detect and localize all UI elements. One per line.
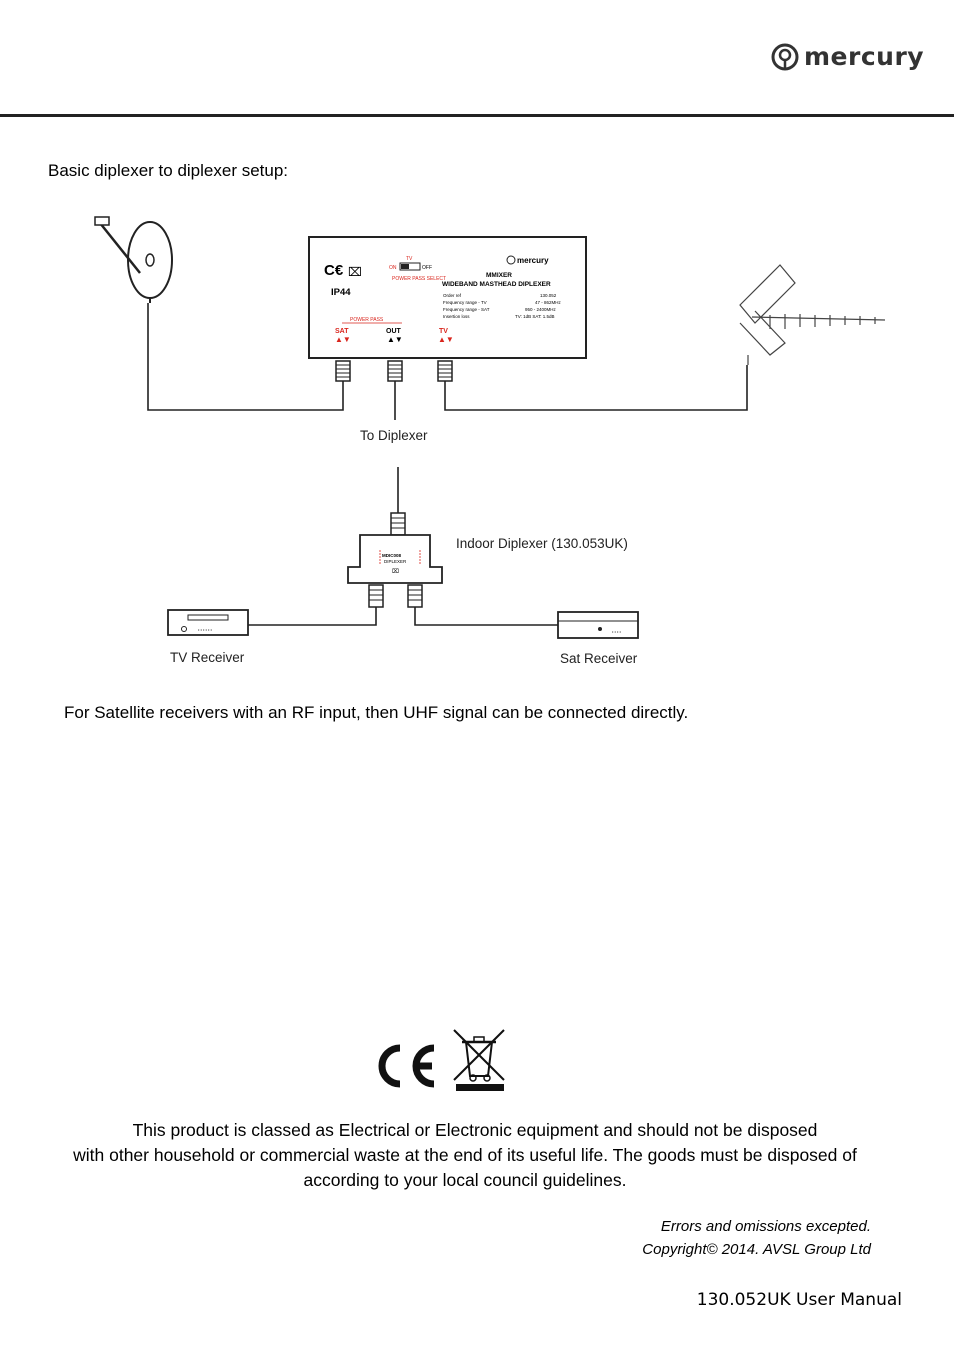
compliance-marks [378, 1029, 505, 1091]
svg-text:ON: ON [389, 265, 397, 271]
svg-text:▲▼: ▲▼ [438, 335, 454, 344]
ip-rating: IP44 [331, 287, 351, 298]
to-diplexer-label: To Diplexer [360, 428, 428, 443]
rf-input-note: For Satellite receivers with an RF input… [64, 703, 689, 722]
masthead-diplexer: C€ ⌧ IP44 TV ON OFF POWER PASS SELECT me… [308, 236, 587, 359]
svg-text:OUT: OUT [386, 328, 402, 335]
svg-text:▲▼: ▲▼ [335, 335, 351, 344]
weee-bin-icon [453, 1029, 505, 1091]
masthead-connectors [335, 360, 453, 382]
tv-receiver-label: TV Receiver [170, 650, 245, 665]
svg-text:Frequency range - SAT: Frequency range - SAT [443, 307, 490, 312]
disposal-notice: This product is classed as Electrical or… [40, 1118, 890, 1193]
svg-text:MDIC008: MDIC008 [382, 553, 402, 558]
svg-text:OFF: OFF [422, 265, 432, 271]
disposal-line-2: with other household or commercial waste… [73, 1145, 857, 1165]
power-pass-switch [399, 262, 421, 271]
indoor-diplexer-label: Indoor Diplexer (130.053UK) [456, 536, 628, 551]
tv-receiver-icon: • • • • • • [167, 609, 249, 636]
ce-mark-small: C€ [324, 262, 344, 279]
weee-icon-small: ⌧ [348, 265, 362, 279]
svg-text:▲▼: ▲▼ [387, 335, 403, 344]
brand-logo: mercury [770, 40, 924, 76]
svg-text:TV: 1dB SAT: 1.5dB: TV: 1dB SAT: 1.5dB [515, 314, 555, 319]
intro-text: Basic diplexer to diplexer setup: [48, 161, 289, 180]
sat-receiver-label: Sat Receiver [560, 651, 638, 666]
cables [147, 303, 748, 626]
svg-text:MMIXER: MMIXER [486, 272, 512, 279]
svg-text:POWER PASS: POWER PASS [350, 317, 384, 323]
svg-text:POWER PASS SELECT: POWER PASS SELECT [392, 276, 446, 282]
errors-text: Errors and omissions excepted. [660, 1218, 871, 1235]
connection-diagram: C€ ⌧ IP44 TV ON OFF POWER PASS SELECT me… [94, 216, 886, 666]
svg-text:Frequency range - TV: Frequency range - TV [443, 300, 487, 305]
svg-text:TV: TV [439, 328, 448, 335]
masthead-brand: mercury [517, 256, 549, 265]
svg-text:Order ref: Order ref [443, 293, 462, 298]
svg-text:130.052: 130.052 [540, 293, 557, 298]
mercury-logo-icon [771, 43, 799, 71]
svg-text:Insertion loss: Insertion loss [443, 314, 470, 319]
aerial-antenna-icon [739, 264, 886, 365]
copyright-text: Copyright© 2014. AVSL Group Ltd [642, 1241, 871, 1258]
svg-text:• • • •: • • • • [612, 629, 622, 634]
manual-title: 130.052UK User Manual [696, 1290, 902, 1310]
weee-icon-tiny: ⌧ [392, 568, 399, 575]
header-divider [0, 114, 954, 117]
ce-mark-icon [378, 1044, 435, 1088]
brand-name: mercury [804, 42, 925, 71]
svg-text:WIDEBAND MASTHEAD DIPLEXER: WIDEBAND MASTHEAD DIPLEXER [442, 281, 551, 288]
indoor-diplexer: MDIC008 DIPLEXER ⌧ [347, 512, 443, 608]
satellite-dish-icon [94, 216, 173, 303]
svg-text:TV: TV [406, 256, 413, 262]
svg-text:950 - 2400MHz: 950 - 2400MHz [525, 307, 557, 312]
svg-text:47 - 862MHz: 47 - 862MHz [535, 300, 562, 305]
svg-text:DIPLEXER: DIPLEXER [384, 559, 407, 564]
legal-note: Errors and omissions excepted. Copyright… [642, 1215, 871, 1261]
svg-text:• • • • • •: • • • • • • [198, 627, 213, 632]
svg-text:SAT: SAT [335, 328, 349, 335]
disposal-line-1: This product is classed as Electrical or… [132, 1120, 818, 1140]
sat-receiver-icon: • • • • [557, 611, 639, 639]
disposal-line-3: according to your local council guidelin… [303, 1170, 627, 1190]
